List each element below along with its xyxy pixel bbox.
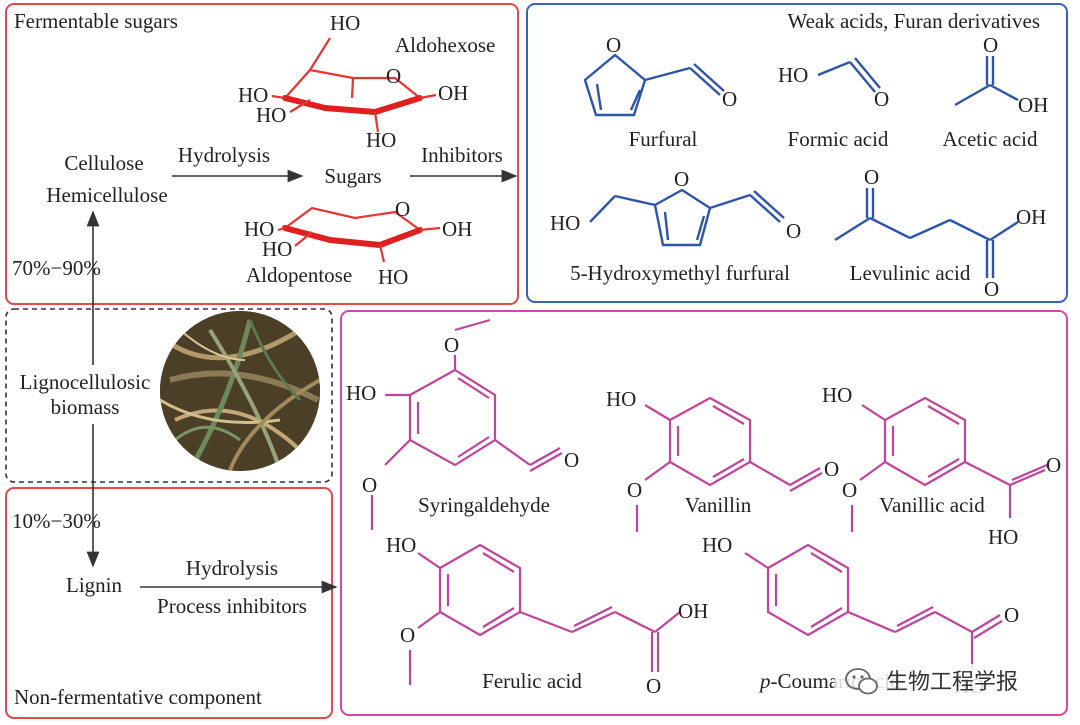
ferulic-o: O [400, 623, 415, 647]
vanillin-carbonyl-o: O [824, 457, 839, 481]
syringaldehyde-structure [370, 318, 563, 530]
wechat-icon [845, 668, 878, 695]
levulinic-acid-label: Levulinic acid [850, 261, 971, 285]
hmf-ring-o: O [674, 167, 689, 191]
pentose-ho-left1: HO [244, 217, 274, 241]
furfural-carbonyl-o: O [722, 87, 737, 111]
hexose-ho-left2: HO [256, 103, 286, 127]
weak-acids-title: Weak acids, Furan derivatives [787, 9, 1040, 33]
lignin-label: Lignin [66, 573, 122, 597]
process-inhibitors-label: Process inhibitors [157, 594, 307, 618]
aldopentose-label: Aldopentose [246, 263, 352, 287]
hexose-ho-top: HO [330, 11, 360, 35]
acetic-oh: OH [1018, 93, 1048, 117]
vanillin-ho: HO [606, 387, 636, 411]
levulinic-keto-o: O [864, 165, 879, 189]
vanillic-carbonyl-o: O [1046, 453, 1061, 477]
vanillin-o: O [627, 478, 642, 502]
vanillin-label: Vanillin [685, 493, 752, 517]
hydrolysis-bottom-label: Hydrolysis [186, 556, 278, 580]
vanillic-o: O [842, 478, 857, 502]
acetic-o: O [983, 33, 998, 57]
syringaldehyde-ho: HO [346, 381, 376, 405]
formic-o: O [874, 87, 889, 111]
watermark: 生物工程学报 [835, 664, 1060, 698]
inhibitors-label: Inhibitors [421, 143, 503, 167]
watermark-backdrop [835, 664, 1060, 698]
fermentable-sugars-title: Fermentable sugars [14, 9, 178, 33]
sugars-label: Sugars [324, 164, 381, 188]
formic-acid-label: Formic acid [788, 127, 889, 151]
furfural-label: Furfural [629, 127, 698, 151]
phenolic-panel [340, 310, 1068, 716]
pentose-oh-right: OH [442, 217, 472, 241]
hmf-carbonyl-o: O [786, 219, 801, 243]
acetic-acid-label: Acetic acid [942, 127, 1038, 151]
furfural-ring-o: O [606, 33, 621, 57]
hexose-ring-o: O [386, 64, 401, 88]
levulinic-acid-o: O [984, 277, 999, 301]
coumaric-prefix: p [758, 669, 771, 693]
syringaldehyde-carbonyl-o: O [564, 448, 579, 472]
vanillic-ho: HO [822, 383, 852, 407]
fermentable-sugars-panel [5, 3, 519, 305]
biomass-label-line2: biomass [51, 395, 120, 419]
hexose-oh-right: OH [438, 81, 468, 105]
vanillic-acid-label: Vanillic acid [879, 493, 985, 517]
weak-acids-panel [526, 3, 1068, 303]
hmf-ho: HO [550, 211, 580, 235]
coumaric-acid-structure [744, 543, 1003, 668]
syringaldehyde-label: Syringaldehyde [418, 493, 550, 517]
hydrolysis-top-label: Hydrolysis [178, 143, 270, 167]
syringaldehyde-o-bottom: O [362, 473, 377, 497]
ferulic-acid-label: Ferulic acid [482, 669, 582, 693]
biomass-photo [160, 311, 320, 471]
aldopentose-structure [277, 206, 441, 263]
pentose-ring-o: O [395, 197, 410, 221]
pentose-ho-bottom: HO [378, 265, 408, 289]
hexose-ho-left1: HO [238, 83, 268, 107]
pentose-ho-left2: HO [262, 237, 292, 261]
hmf-structure [589, 188, 785, 247]
coumaric-ho: HO [702, 533, 732, 557]
coumaric-carbonyl-o: O [1004, 603, 1019, 627]
levulinic-acid-structure [834, 188, 1019, 278]
biomass-panel [5, 308, 333, 483]
ferulic-oh: OH [678, 599, 708, 623]
percent-top-label: 70%−90% [12, 256, 101, 280]
percent-bottom-label: 10%−30% [12, 509, 101, 533]
vanillic-acid-structure [850, 396, 1048, 532]
syringaldehyde-o-top: O [444, 333, 459, 357]
aldohexose-structure [271, 37, 437, 133]
vanillic-ho-acid: HO [988, 525, 1018, 549]
cellulose-label: Cellulose [64, 151, 143, 175]
levulinic-oh: OH [1016, 205, 1046, 229]
acetic-acid-structure [954, 56, 1019, 107]
biomass-label-line1: Lignocellulosic [20, 370, 151, 394]
watermark-text: 生物工程学报 [886, 670, 1018, 695]
furfural-structure [583, 53, 725, 117]
hemicellulose-label: Hemicellulose [46, 183, 167, 207]
vanillin-structure [635, 396, 823, 532]
non-fermentative-panel [5, 487, 333, 719]
ferulic-carbonyl-o: O [646, 674, 661, 698]
ferulic-acid-structure [408, 543, 681, 685]
formic-acid-structure [817, 57, 881, 93]
non-fermentative-title: Non-fermentative component [14, 685, 262, 709]
ferulic-ho: HO [386, 533, 416, 557]
hexose-ho-bottom: HO [366, 128, 396, 152]
hmf-label: 5-Hydroxymethyl furfural [570, 261, 790, 285]
formic-ho: HO [778, 63, 808, 87]
aldohexose-label: Aldohexose [395, 33, 495, 57]
